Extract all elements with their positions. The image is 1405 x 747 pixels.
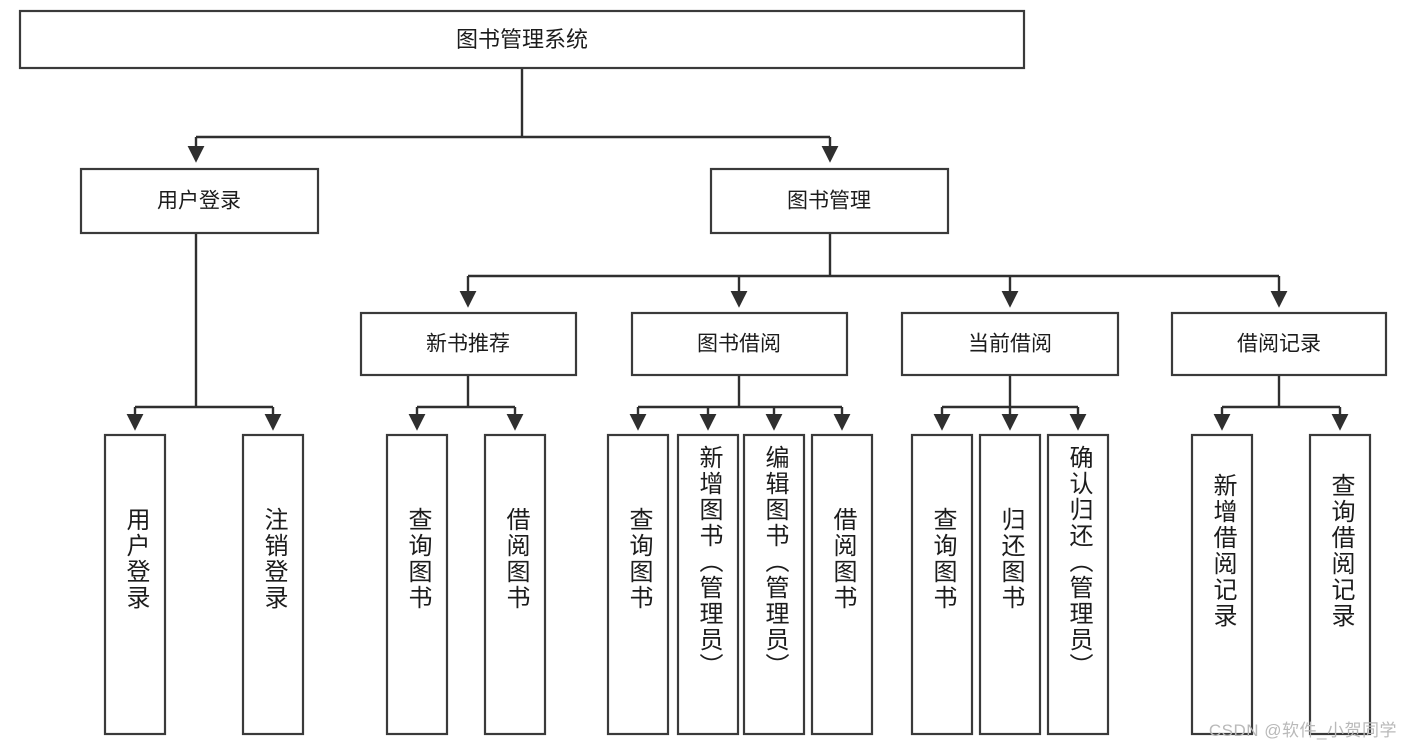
node-leaf-new-book-2[interactable]: [483, 433, 547, 736]
node-leaf-current-borrow-1[interactable]: [910, 433, 974, 736]
node-new-book-recommend-label: 新书推荐: [426, 333, 510, 356]
node-book-manage-label: 图书管理: [787, 190, 871, 213]
node-book-borrow-label: 图书借阅: [697, 333, 781, 356]
node-current-borrow-label: 当前借阅: [968, 333, 1052, 356]
node-book-borrow[interactable]: 图书借阅: [630, 311, 849, 377]
node-leaf-book-borrow-4[interactable]: [810, 433, 874, 736]
csdn-watermark: CSDN @软件_小贺同学: [1208, 721, 1397, 740]
node-user-login-label: 用户登录: [157, 190, 241, 213]
node-borrow-record[interactable]: 借阅记录: [1170, 311, 1388, 377]
edges-new-book-to-leaves: [408, 375, 524, 431]
edges-root-to-level2: [187, 68, 839, 163]
node-leaf-user-login-2[interactable]: [241, 433, 305, 736]
edges-book-borrow-to-leaves: [629, 375, 851, 431]
node-book-manage[interactable]: 图书管理: [709, 167, 950, 235]
node-leaf-book-borrow-1[interactable]: [606, 433, 670, 736]
node-leaf-user-login-1[interactable]: [103, 433, 167, 736]
node-root-label: 图书管理系统: [456, 27, 588, 52]
node-root-system[interactable]: 图书管理系统: [18, 9, 1026, 70]
edges-current-borrow-to-leaves: [933, 375, 1087, 431]
edges-book-manage-to-level3: [459, 233, 1288, 308]
node-current-borrow[interactable]: 当前借阅: [900, 311, 1120, 377]
node-leaf-borrow-record-1[interactable]: [1190, 433, 1254, 736]
node-leaf-new-book-1[interactable]: [385, 433, 449, 736]
node-leaf-current-borrow-2[interactable]: [978, 433, 1042, 736]
node-leaf-borrow-record-2[interactable]: [1308, 433, 1372, 736]
edges-user-login-to-leaves: [126, 233, 282, 431]
node-new-book-recommend[interactable]: 新书推荐: [359, 311, 578, 377]
node-leaf-book-borrow-3[interactable]: [742, 433, 806, 736]
node-leaf-book-borrow-2[interactable]: [676, 433, 740, 736]
node-user-login[interactable]: 用户登录: [79, 167, 320, 235]
node-leaf-current-borrow-3[interactable]: [1046, 433, 1110, 736]
node-borrow-record-label: 借阅记录: [1237, 333, 1321, 356]
edges-borrow-record-to-leaves: [1213, 375, 1349, 431]
